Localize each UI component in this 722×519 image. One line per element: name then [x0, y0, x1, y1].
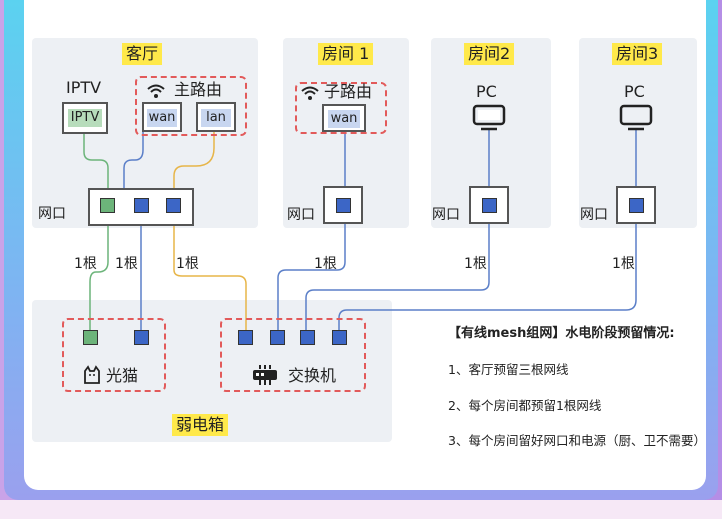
- lan-down-cable: [173, 214, 247, 330]
- switch-group: [220, 318, 366, 392]
- living-port-green: [100, 198, 115, 213]
- room3-pc-label: PC: [624, 82, 645, 101]
- iptv-device: IPTV: [62, 102, 108, 134]
- monitor-icon: [472, 104, 506, 131]
- wifi-icon: [301, 86, 319, 100]
- living-port-blue-1: [134, 198, 149, 213]
- sub-router-group: [295, 82, 387, 134]
- cable-count-room1: 1根: [314, 256, 337, 272]
- wan-label: wan: [147, 109, 177, 127]
- switch-port-2: [270, 330, 285, 345]
- room1-port: [336, 198, 351, 213]
- iptv-cable: [83, 134, 109, 198]
- cable-lines: [83, 130, 637, 330]
- modem-group: [62, 318, 166, 392]
- monitor-icon: [619, 104, 653, 131]
- cable-count-3: 1根: [176, 256, 199, 272]
- lan-label: lan: [201, 109, 231, 127]
- room2-port: [482, 198, 497, 213]
- living-port-blue-2: [166, 198, 181, 213]
- weak-box-title: 弱电箱: [172, 414, 229, 436]
- wan-cable: [123, 130, 144, 198]
- room1-cable: [277, 216, 346, 330]
- notes-title: 【有线mesh组网】水电阶段预留情况:: [448, 326, 675, 341]
- bottom-band: [0, 500, 722, 519]
- switch-port-1: [238, 330, 253, 345]
- sub-wan-port-box: wan: [322, 104, 366, 132]
- switch-port-3: [300, 330, 315, 345]
- lan-cable: [173, 130, 215, 198]
- switch-icon: [253, 365, 277, 385]
- main-router-group: [135, 76, 247, 136]
- cable-count-room2: 1根: [464, 256, 487, 272]
- sub-router-label: 子路由: [324, 82, 373, 101]
- room3-port: [629, 198, 644, 213]
- main-router-label: 主路由: [174, 80, 223, 99]
- modem-port-blue: [134, 330, 149, 345]
- room3-title: 房间3: [612, 43, 663, 65]
- cable-count-1: 1根: [74, 256, 97, 272]
- modem-label: 光猫: [106, 366, 139, 385]
- modem-cable: [89, 214, 109, 330]
- wifi-icon: [147, 84, 165, 98]
- living-room-title: 客厅: [122, 43, 163, 65]
- note-item-3: 3、每个房间留好网口和电源（厨、卫不需要）: [448, 433, 706, 448]
- iptv-port-label: IPTV: [68, 109, 102, 127]
- note-item-2: 2、每个房间都预留1根网线: [448, 398, 602, 413]
- room1-wall-port: [323, 186, 363, 224]
- room2-pc-label: PC: [476, 82, 497, 101]
- cat-icon: [84, 365, 100, 384]
- room2-cable: [305, 218, 490, 330]
- room3-wall-port-label: 网口: [580, 207, 608, 223]
- room3-cable: [338, 218, 637, 330]
- iptv-title: IPTV: [66, 78, 102, 97]
- diagram-card: 客厅 房间 1 房间2 房间3 IPTV IPTV 主路由 wan: [24, 0, 706, 490]
- wan-port-box: wan: [142, 102, 182, 132]
- modem-port-green: [83, 330, 98, 345]
- living-wall-port-label: 网口: [38, 206, 66, 222]
- room1-title: 房间 1: [318, 43, 374, 65]
- cable-count-room3: 1根: [612, 256, 635, 272]
- sub-wan-label: wan: [328, 110, 360, 128]
- room2-title: 房间2: [464, 43, 515, 65]
- note-item-1: 1、客厅预留三根网线: [448, 362, 569, 377]
- switch-label: 交换机: [288, 366, 337, 385]
- room1-wall-port-label: 网口: [287, 207, 315, 223]
- room2-wall-port-label: 网口: [432, 207, 460, 223]
- switch-port-4: [332, 330, 347, 345]
- lan-port-box: lan: [196, 102, 236, 132]
- cable-count-2: 1根: [115, 256, 138, 272]
